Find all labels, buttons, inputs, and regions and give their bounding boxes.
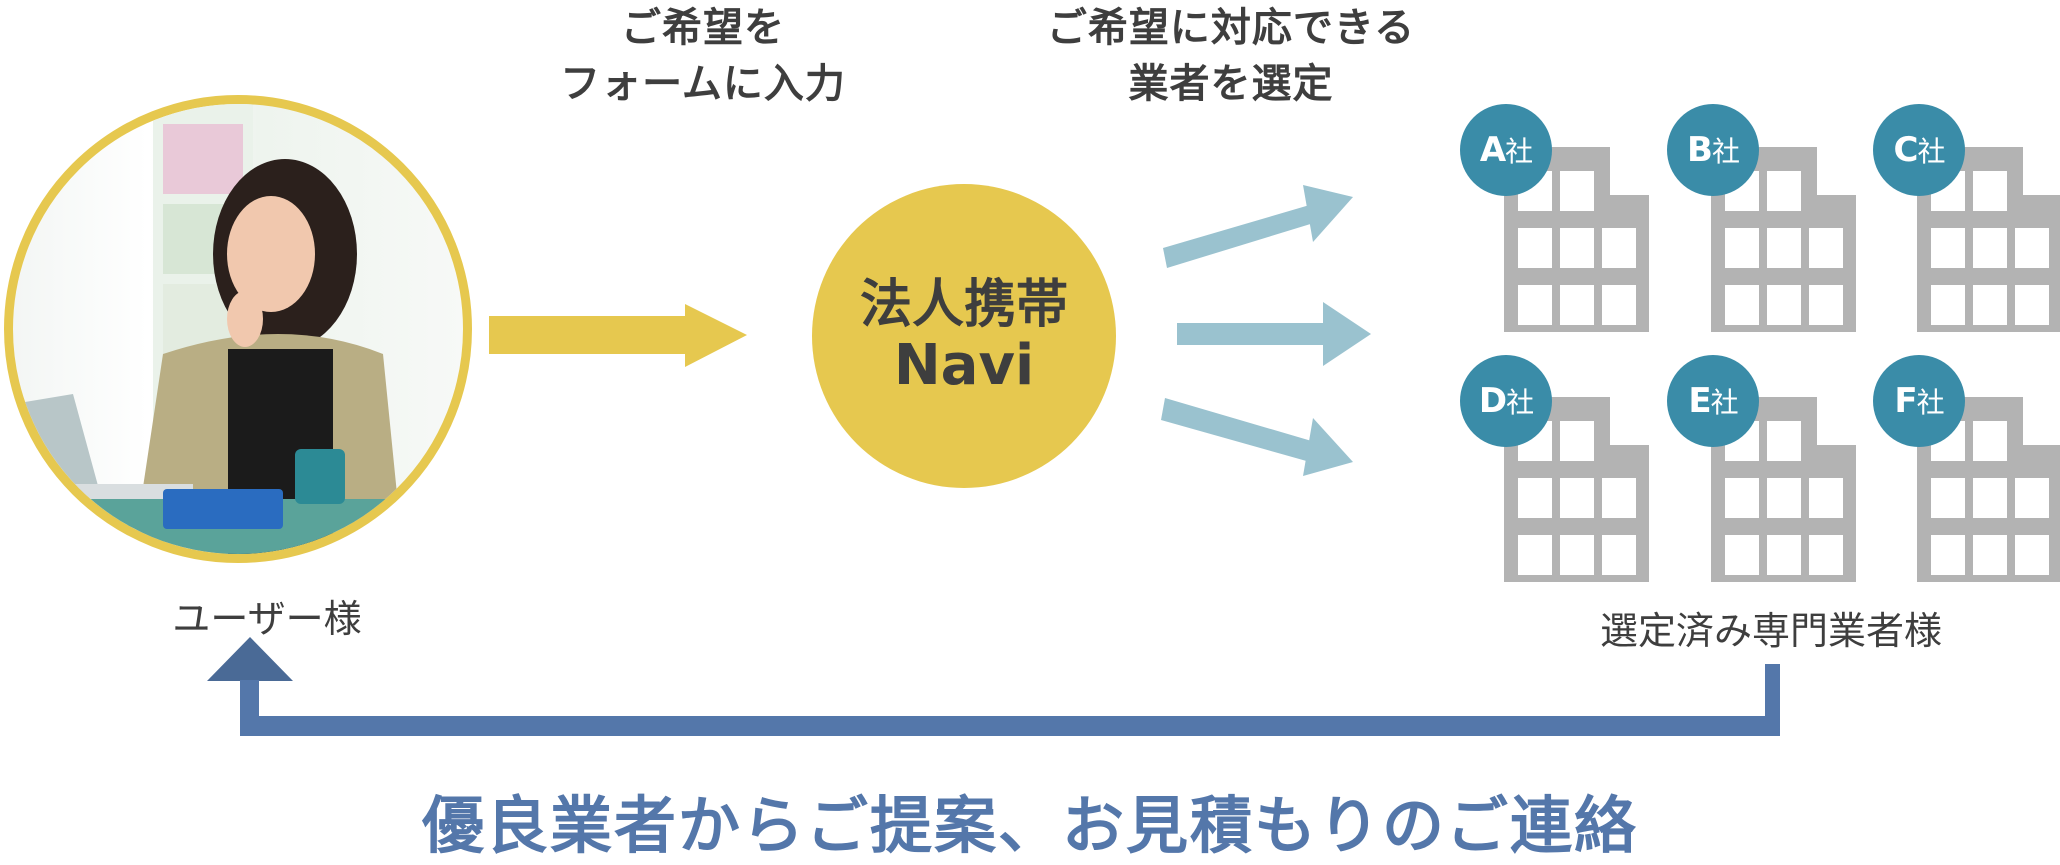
- arrow-user-to-service: [489, 304, 747, 367]
- step1-label: ご希望を フォームに入力: [503, 0, 903, 112]
- service-circle: 法人携帯 Navi: [812, 184, 1116, 488]
- step2-label-line2: 業者を選定: [1128, 61, 1334, 107]
- step2-label-line1: ご希望に対応できる: [1046, 5, 1416, 51]
- step1-label-line2: フォームに入力: [560, 61, 846, 107]
- building-icon-c: [1917, 147, 2060, 332]
- service-name-line1: 法人携帯: [859, 275, 1068, 335]
- building-icon-f: [1917, 397, 2060, 582]
- user-photo: [4, 95, 472, 563]
- building-icon-b: [1711, 147, 1856, 332]
- arrows-service-to-vendors: [1161, 185, 1371, 476]
- step2-label: ご希望に対応できる 業者を選定: [981, 0, 1481, 112]
- user-caption: ユーザー様: [172, 597, 362, 641]
- return-arrow: [207, 637, 1780, 736]
- arrow-down-right: [1161, 398, 1353, 476]
- arrow-right: [1177, 302, 1371, 366]
- service-name-line2: Navi: [893, 333, 1035, 398]
- woman-at-laptop-illustration: [13, 104, 463, 554]
- vendors-caption: 選定済み専門業者様: [1599, 609, 1942, 653]
- step1-label-line1: ご希望を: [621, 5, 785, 51]
- building-icon-a: [1504, 147, 1649, 332]
- building-icon-e: [1711, 397, 1856, 582]
- arrow-up-right: [1163, 185, 1353, 268]
- building-icon-d: [1504, 397, 1649, 582]
- footer-message: 優良業者からご提案、お見積もりのご連絡: [421, 789, 1638, 862]
